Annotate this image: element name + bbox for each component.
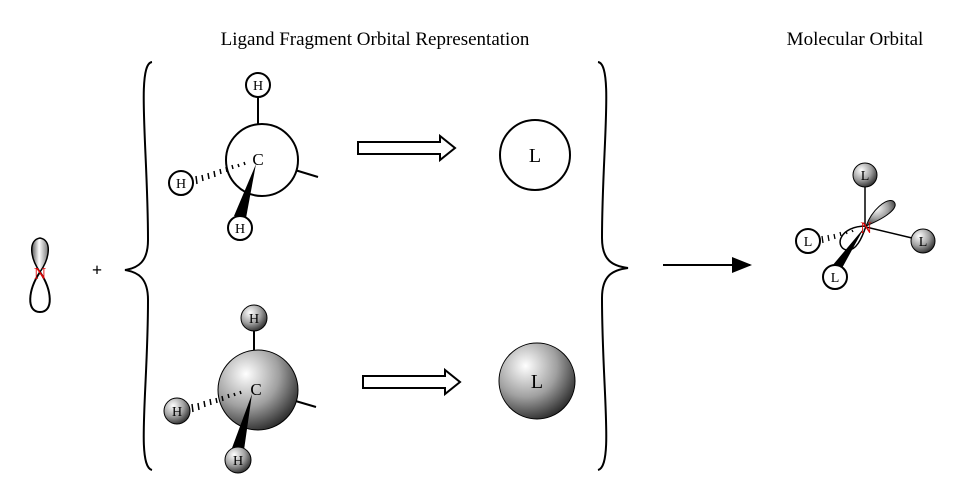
lone-pair-lobe: [865, 200, 896, 227]
hydrogen-bottom: [224, 446, 252, 474]
ligand-label: L: [529, 145, 541, 167]
molecular-orbital: N L L L L: [795, 162, 936, 290]
molecular-orbital-title: Molecular Orbital: [787, 29, 924, 50]
hydrogen-top: [245, 72, 271, 98]
hydrogen-label: H: [235, 222, 245, 237]
carbon-label: C: [252, 150, 263, 169]
white-lobe: [29, 270, 51, 314]
ligand-label: L: [804, 235, 813, 250]
left-brace: [124, 61, 153, 471]
nitrogen-label: N: [860, 220, 872, 237]
hollow-arrow-upper: [357, 133, 457, 163]
fragment-title: Ligand Fragment Orbital Representation: [221, 29, 530, 50]
nitrogen-label: N: [34, 264, 46, 283]
right-brace: [597, 61, 629, 471]
ligand-label: L: [919, 235, 928, 250]
ligand-top: [852, 162, 878, 188]
carbon-orbital: [225, 123, 299, 197]
solid-wedge: [234, 164, 256, 218]
shaded-lobe: [31, 237, 49, 274]
hydrogen-top: [240, 304, 268, 332]
ligand-label: L: [861, 169, 870, 184]
hydrogen-label: H: [253, 79, 263, 94]
methyl-fragment-shaded: C H H H: [163, 304, 317, 474]
ligand-label: L: [831, 271, 840, 286]
ligand-white: [499, 119, 571, 191]
solid-wedge: [832, 228, 864, 270]
hashed-wedge: [191, 390, 242, 413]
solid-wedge: [232, 394, 252, 450]
hashed-wedge: [195, 161, 246, 185]
hydrogen-label: H: [172, 405, 182, 420]
ligand-bottom: [822, 264, 848, 290]
hydrogen-bottom: [227, 215, 253, 241]
carbon-label: C: [250, 380, 261, 399]
carbon-orbital: [217, 349, 299, 431]
plus-sign: +: [92, 260, 102, 280]
hollow-arrow-lower: [362, 367, 462, 397]
ligand-right: [910, 228, 936, 254]
hashed-wedge: [821, 229, 854, 244]
ligand-label: L: [531, 371, 543, 393]
hydrogen-label: H: [233, 454, 243, 469]
ligand-left: [795, 228, 821, 254]
hydrogen-left: [163, 397, 191, 425]
methyl-fragment-white: C H H H: [168, 72, 319, 241]
hydrogen-label: H: [176, 177, 186, 192]
ligand-shaded: [498, 342, 576, 420]
hydrogen-label: H: [249, 312, 259, 327]
nitrogen-p-orbital: N: [29, 237, 51, 314]
hydrogen-left: [168, 170, 194, 196]
